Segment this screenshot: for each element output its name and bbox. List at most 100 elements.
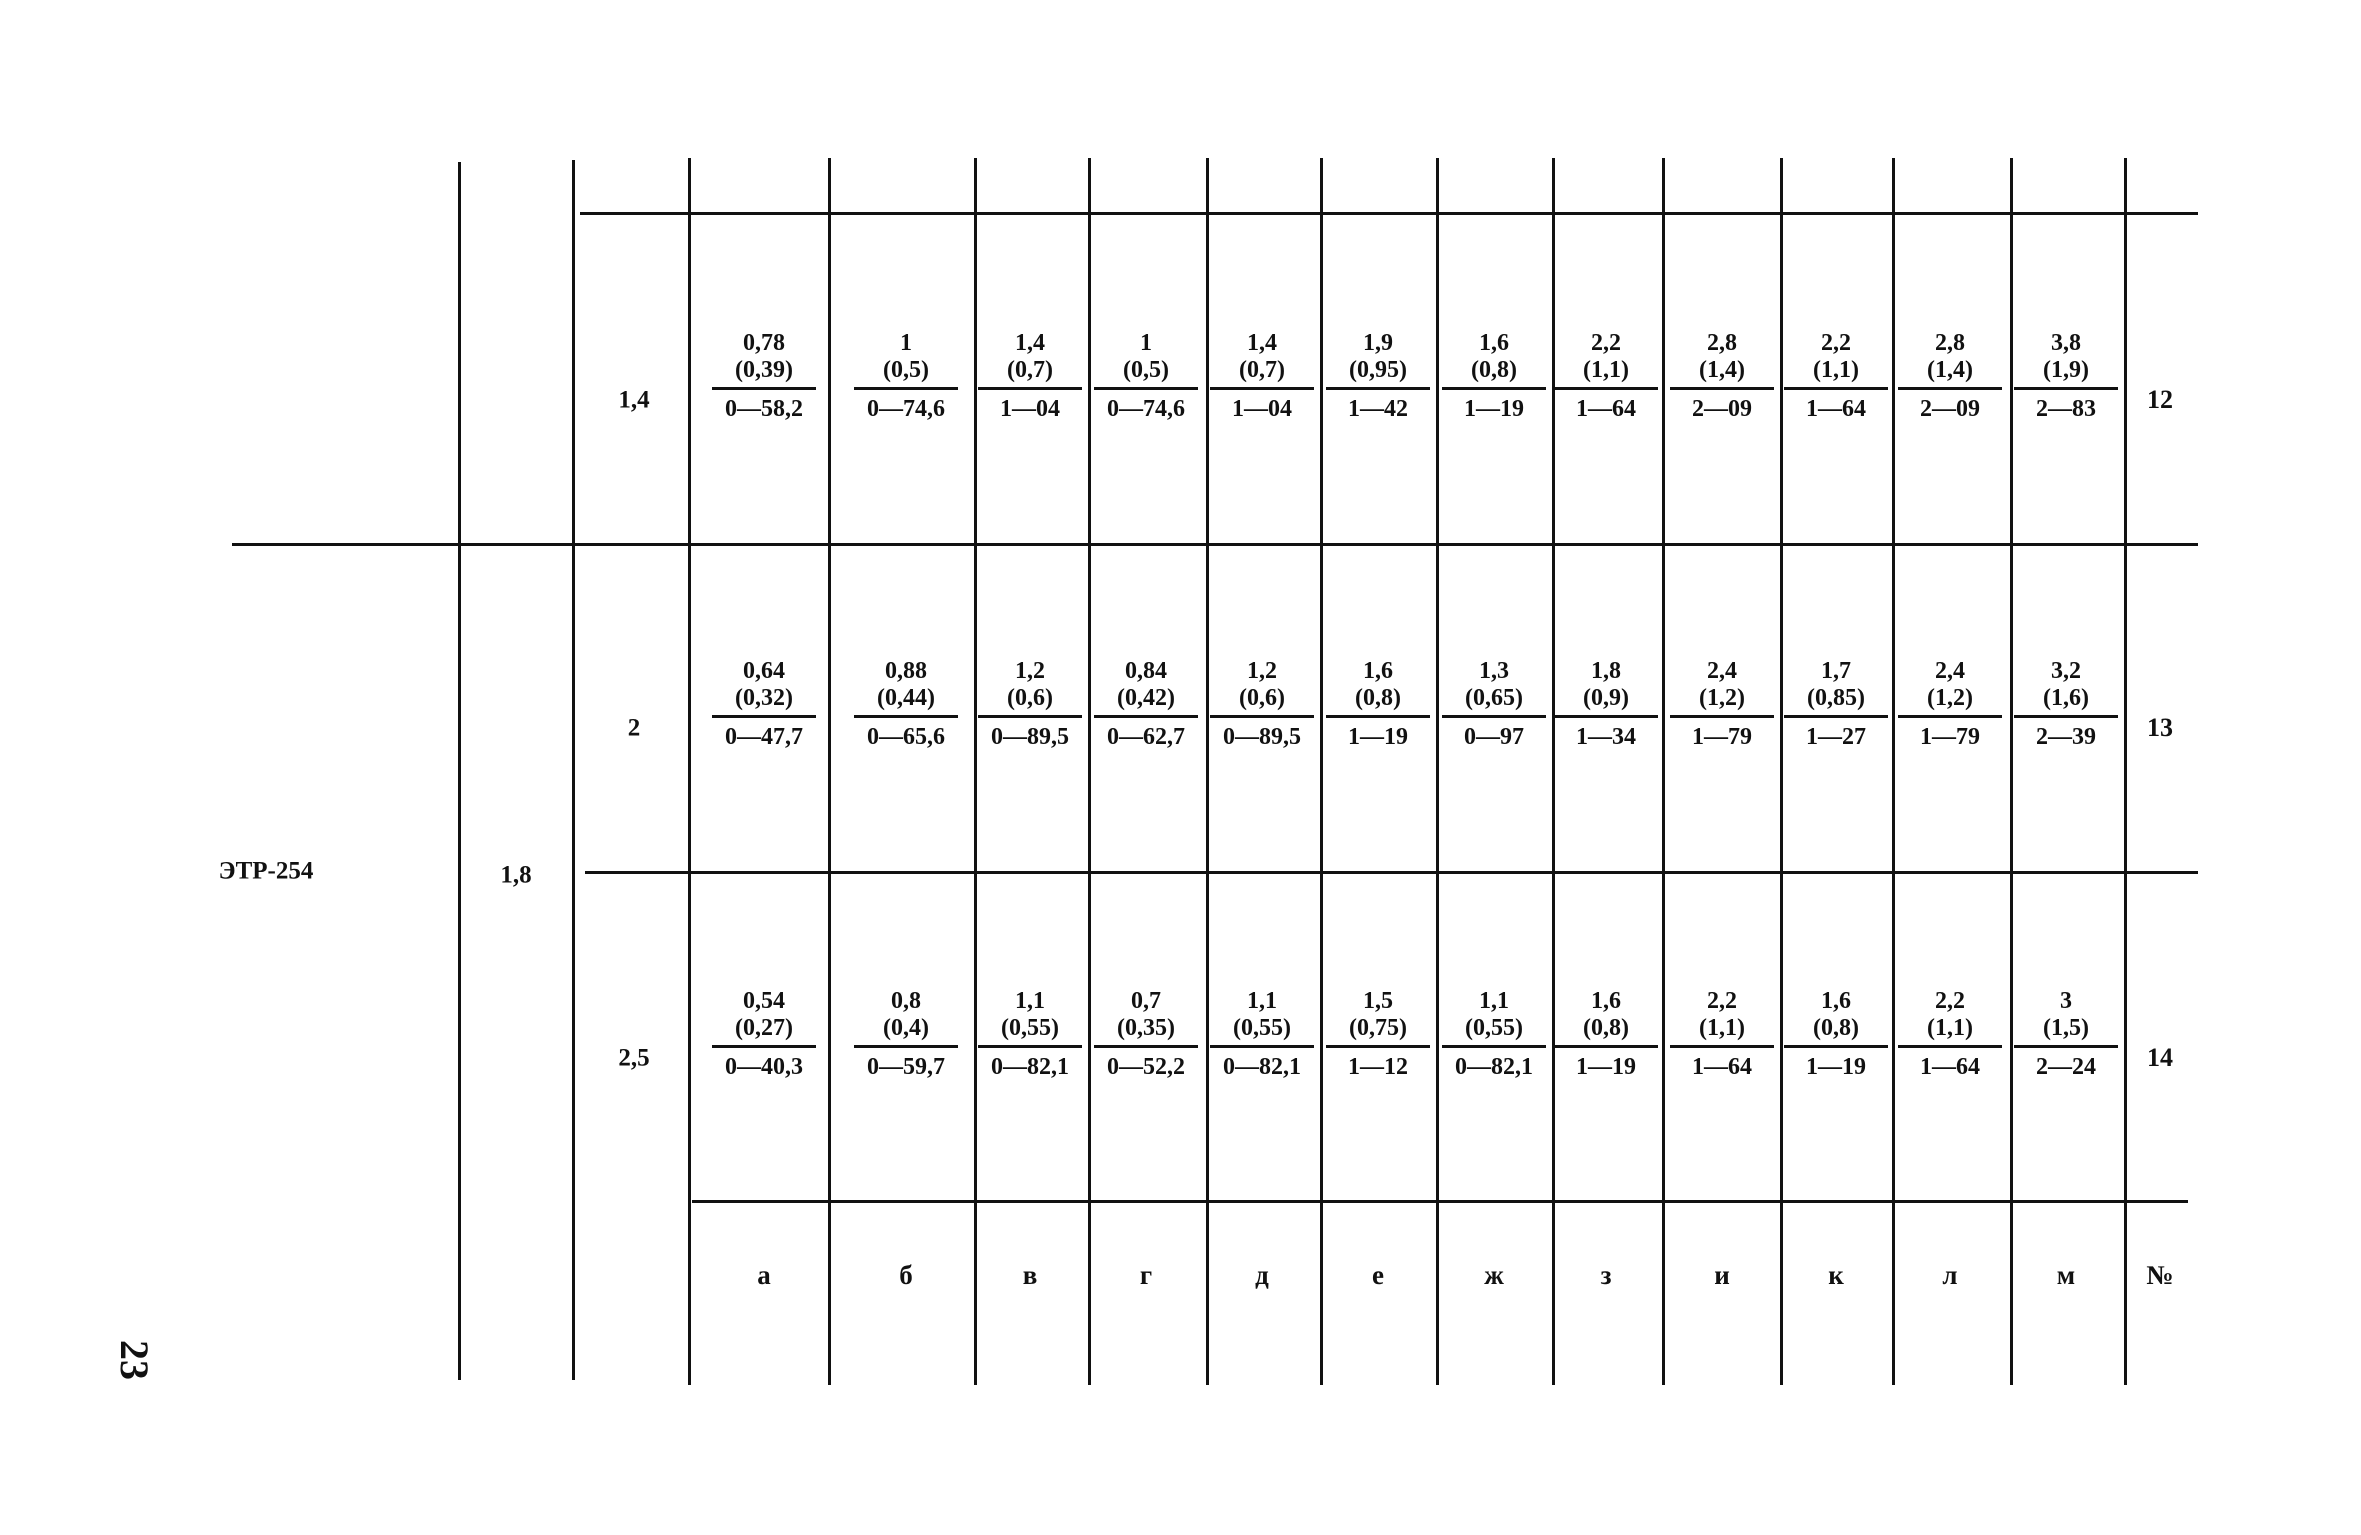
fraction-bar [978, 1045, 1082, 1048]
cell-paren-value: (0,4) [883, 1015, 929, 1041]
cell-paren-value: (0,8) [1471, 357, 1517, 383]
rule-section [232, 543, 2198, 546]
param-label: 1,8 [500, 861, 532, 889]
fraction-bar [1326, 1045, 1430, 1048]
cell-value: 2,4 [1935, 658, 1965, 684]
table-cell: 0,8(0,4)0—59,7 [850, 988, 962, 1081]
rule-header [692, 1200, 2188, 1203]
cell-range: 1—19 [1576, 1054, 1636, 1080]
cell-range: 0—52,2 [1107, 1054, 1185, 1080]
rule-col-8 [1662, 158, 1665, 1385]
column-header: м [2056, 1260, 2076, 1290]
cell-paren-value: (0,8) [1583, 1015, 1629, 1041]
cell-paren-value: (0,55) [1465, 1015, 1523, 1041]
cell-range: 0—89,5 [1223, 724, 1301, 750]
cell-paren-value: (0,7) [1007, 357, 1053, 383]
cell-value: 2,2 [1935, 988, 1965, 1014]
fraction-bar [1094, 715, 1198, 718]
cell-paren-value: (0,6) [1239, 685, 1285, 711]
cell-paren-value: (0,7) [1239, 357, 1285, 383]
table-cell: 1,8(0,9)1—34 [1550, 658, 1662, 751]
table-cell: 0,64(0,32)0—47,7 [708, 658, 820, 751]
page-number: 23 [112, 1340, 157, 1380]
cell-range: 0—89,5 [991, 724, 1069, 750]
cell-paren-value: (0,85) [1807, 685, 1865, 711]
cell-paren-value: (0,9) [1583, 685, 1629, 711]
cell-range: 1—42 [1348, 396, 1408, 422]
cell-range: 2—24 [2036, 1054, 2096, 1080]
fraction-bar [712, 715, 816, 718]
table-cell: 2,2(1,1)1—64 [1894, 988, 2006, 1081]
table-cell: 1,6(0,8)1—19 [1780, 988, 1892, 1081]
cell-value: 1,6 [1821, 988, 1851, 1014]
fraction-bar [978, 715, 1082, 718]
cell-value: 3 [2060, 988, 2072, 1014]
cell-paren-value: (1,5) [2043, 1015, 2089, 1041]
table-cell: 2,4(1,2)1—79 [1894, 658, 2006, 751]
cell-paren-value: (1,9) [2043, 357, 2089, 383]
number-column-header: № [2146, 1260, 2174, 1290]
table-cell: 1,7(0,85)1—27 [1780, 658, 1892, 751]
cell-value: 1,3 [1479, 658, 1509, 684]
cell-paren-value: (0,55) [1001, 1015, 1059, 1041]
fraction-bar [1442, 1045, 1546, 1048]
fraction-bar [1094, 1045, 1198, 1048]
cell-paren-value: (1,2) [1699, 685, 1745, 711]
cell-paren-value: (1,1) [1699, 1015, 1745, 1041]
cell-paren-value: (0,32) [735, 685, 793, 711]
cell-range: 0—40,3 [725, 1054, 803, 1080]
rule-row-divider [585, 871, 2198, 874]
fraction-bar [1094, 387, 1198, 390]
cell-value: 1 [1140, 330, 1152, 356]
cell-value: 0,8 [891, 988, 921, 1014]
rule-model [572, 160, 575, 1380]
column-header: е [1372, 1260, 1384, 1290]
fraction-bar [1898, 715, 2002, 718]
rule-col-4 [1206, 158, 1209, 1385]
table-cell: 0,88(0,44)0—65,6 [850, 658, 962, 751]
rule-col-5 [1320, 158, 1323, 1385]
cell-paren-value: (1,4) [1927, 357, 1973, 383]
table-cell: 0,54(0,27)0—40,3 [708, 988, 820, 1081]
rule-col-2 [974, 158, 977, 1385]
cell-paren-value: (0,44) [877, 685, 935, 711]
table-cell: 3(1,5) 2—24 [2010, 988, 2122, 1081]
table-cell: 1,2(0,6)0—89,5 [974, 658, 1086, 751]
cell-value: 1,7 [1821, 658, 1851, 684]
cell-range: 1—64 [1806, 396, 1866, 422]
cell-paren-value: (0,55) [1233, 1015, 1291, 1041]
column-header: в [1022, 1260, 1038, 1290]
fraction-bar [1210, 1045, 1314, 1048]
rule-left-outer [458, 162, 461, 1380]
fraction-bar [2014, 1045, 2118, 1048]
column-header: б [899, 1260, 913, 1290]
fraction-bar [2014, 387, 2118, 390]
cell-range: 1—12 [1348, 1054, 1408, 1080]
cell-paren-value: (1,1) [1927, 1015, 1973, 1041]
cell-paren-value: (1,1) [1583, 357, 1629, 383]
column-header: л [1942, 1260, 1958, 1290]
cell-range: 1—79 [1920, 724, 1980, 750]
cell-paren-value: (0,5) [1123, 357, 1169, 383]
rule-col-3 [1088, 158, 1091, 1385]
cell-range: 1—19 [1464, 396, 1524, 422]
cell-paren-value: (0,6) [1007, 685, 1053, 711]
cell-range: 2—09 [1692, 396, 1752, 422]
cell-range: 0—82,1 [991, 1054, 1069, 1080]
column-header: ж [1484, 1260, 1504, 1290]
fraction-bar [1442, 387, 1546, 390]
cell-range: 0—74,6 [867, 396, 945, 422]
cell-value: 2,4 [1707, 658, 1737, 684]
cell-range: 0—74,6 [1107, 396, 1185, 422]
row-number: 13 [2147, 713, 2173, 742]
table-cell: 1,1(0,55)0—82,1 [974, 988, 1086, 1081]
fraction-bar [712, 1045, 816, 1048]
rule-col-10 [1892, 158, 1895, 1385]
cell-value: 1,4 [1015, 330, 1045, 356]
table-cell: 2,2(1,1)1—64 [1666, 988, 1778, 1081]
fraction-bar [1898, 1045, 2002, 1048]
fraction-bar [1442, 715, 1546, 718]
fraction-bar [978, 387, 1082, 390]
column-header: и [1714, 1260, 1730, 1290]
cell-range: 1—64 [1692, 1054, 1752, 1080]
